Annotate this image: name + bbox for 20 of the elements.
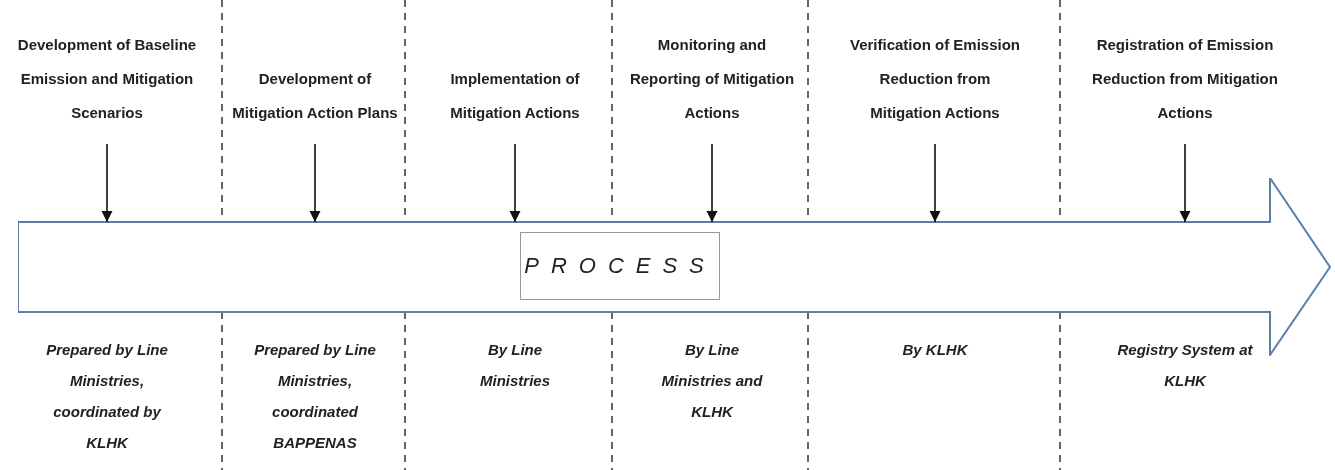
phase-heading: Registration of Emission Reduction from Mitigation Actions — [1090, 10, 1280, 130]
responsible-party-note: Prepared by Line Ministries, coordinated BAPPENAS — [253, 340, 377, 453]
arrow — [929, 143, 941, 223]
phase-heading: Development of Baseline Emission and Mitigation Scenarios — [17, 10, 197, 130]
arrow — [309, 143, 321, 223]
phase-heading: Verification of Emission Reduction from Mitigation Actions — [842, 10, 1028, 130]
responsible-party-note: Registry System at KLHK — [1116, 340, 1254, 391]
responsible-party-note: By Line Ministries and KLHK — [660, 340, 764, 422]
phase-heading: Development of Mitigation Action Plans — [230, 10, 400, 130]
phase-heading: Implementation of Mitigation Actions — [430, 10, 600, 130]
arrow — [1179, 143, 1191, 223]
arrow — [101, 143, 113, 223]
process-label: PROCESS — [520, 232, 720, 300]
responsible-party-note: By Line Ministries — [479, 340, 551, 391]
arrow — [509, 143, 521, 223]
phase-heading: Monitoring and Reporting of Mitigation Actions — [624, 10, 800, 130]
responsible-party-note: By KLHK — [901, 340, 969, 360]
arrow — [706, 143, 718, 223]
responsible-party-note: Prepared by Line Ministries, coordinated by KLHK — [45, 340, 169, 453]
process-arrow — [18, 178, 1332, 356]
